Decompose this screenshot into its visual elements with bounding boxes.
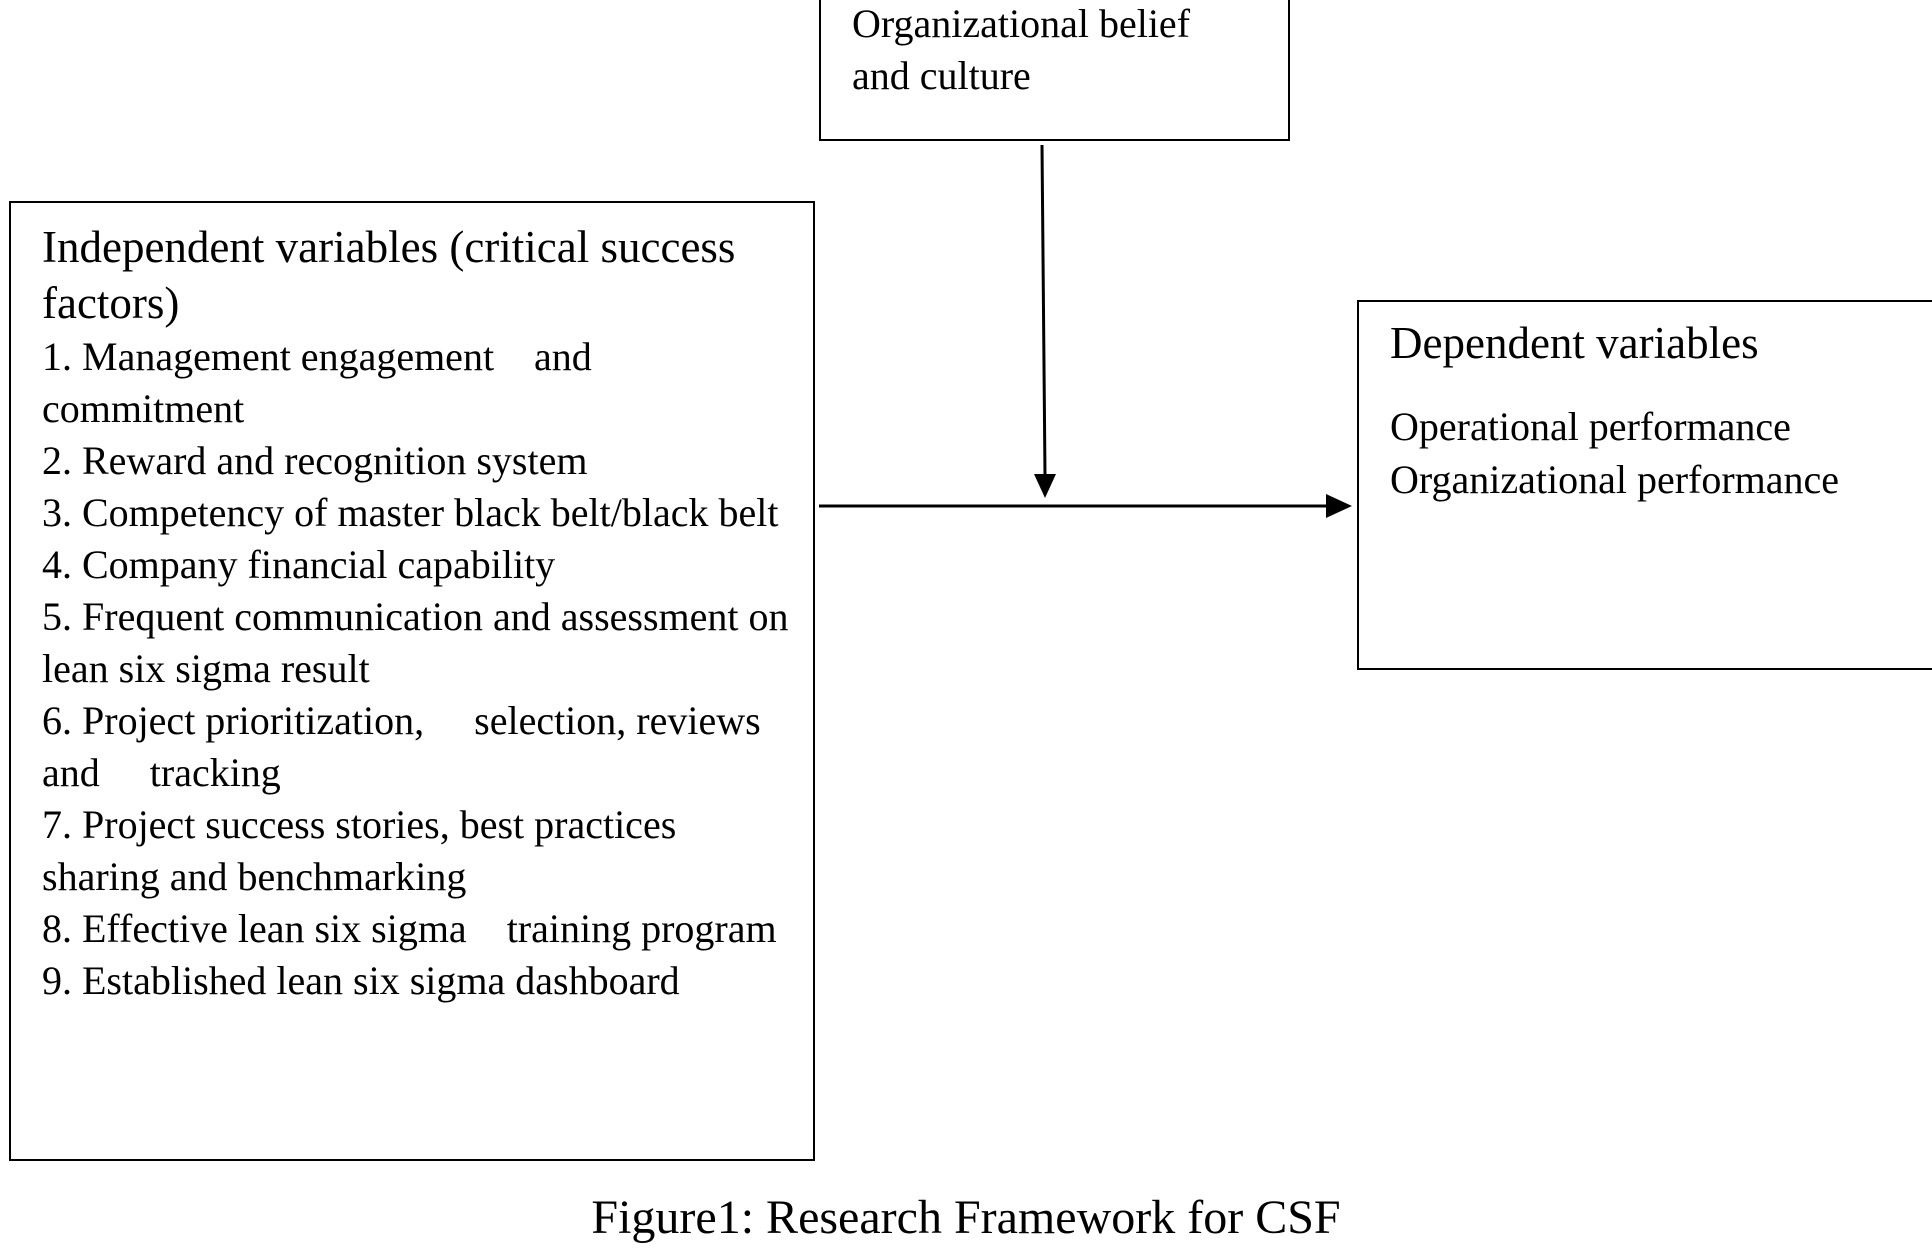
factor-item: 9. Established lean six sigma dashboard — [42, 958, 680, 1003]
moderator-label: Organizational belief and culture — [852, 1, 1191, 98]
factor-item: 1. Management engagement and commitment — [42, 334, 602, 431]
independent-variables-box: Independent variables (critical success … — [9, 201, 815, 1161]
moderator-arrow-line — [1040, 144, 1047, 477]
outcome-list: Operational performance Organizational p… — [1390, 400, 1932, 506]
moderator-arrow-head — [1034, 474, 1056, 498]
moderator-box: Organizational belief and culture — [819, 0, 1290, 141]
factor-item: 8. Effective lean six sigma training pro… — [42, 906, 777, 951]
factor-item: 2. Reward and recognition system — [42, 438, 588, 483]
factor-item: 3. Competency of master black belt/black… — [42, 490, 779, 535]
factor-item: 5. Frequent communication and assessment… — [42, 594, 799, 691]
factor-item: 7. Project success stories, best practic… — [42, 802, 687, 899]
factor-item: 6. Project prioritization, selection, re… — [42, 698, 771, 795]
dependent-variables-box: Dependent variables Operational performa… — [1357, 300, 1932, 670]
main-arrow-head — [1326, 494, 1352, 518]
outcome-item: Operational performance — [1390, 404, 1791, 449]
dependent-variables-heading: Dependent variables — [1390, 318, 1759, 368]
factor-item: 4. Company financial capability — [42, 542, 556, 587]
outcome-item: Organizational performance — [1390, 457, 1840, 502]
independent-variables-heading: Independent variables (critical success … — [42, 222, 736, 328]
factor-list: 1. Management engagement and commitment … — [42, 331, 793, 1007]
figure-caption: Figure1: Research Framework for CSF — [591, 1191, 1341, 1244]
